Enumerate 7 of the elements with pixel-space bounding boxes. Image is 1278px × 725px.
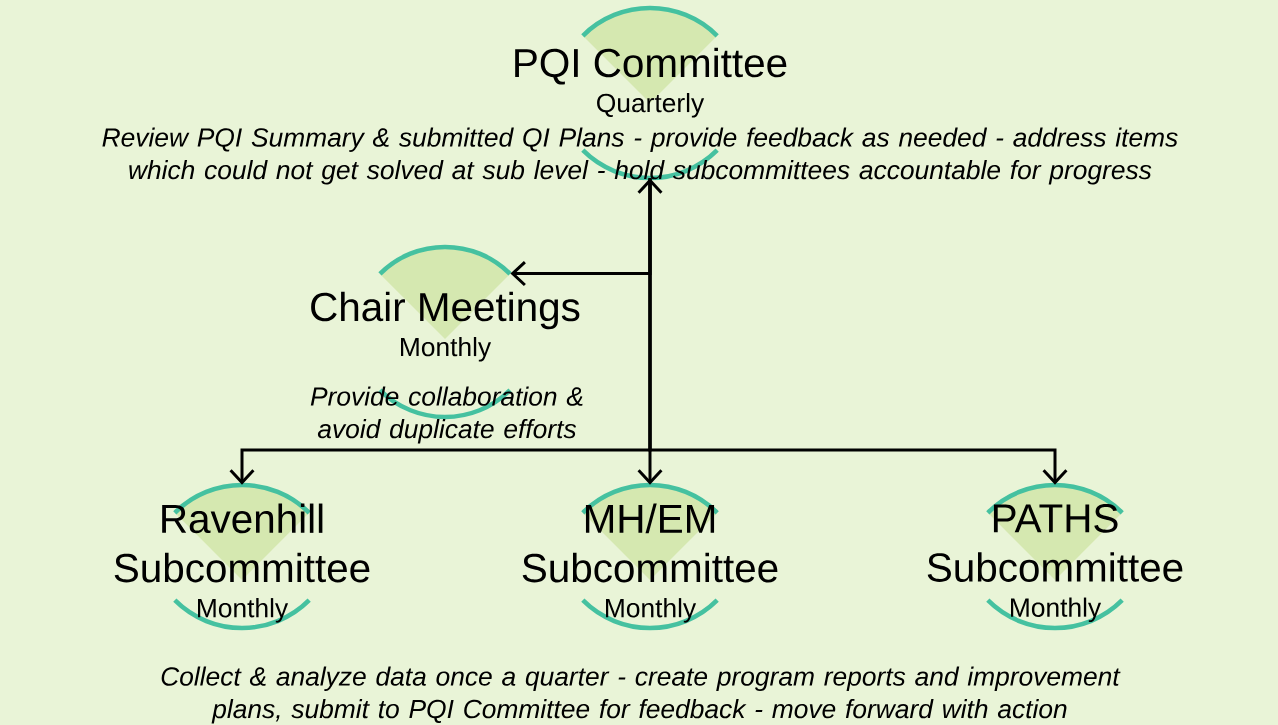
node-label: Monthly xyxy=(606,598,697,623)
node-label: Monthly xyxy=(401,336,492,362)
arrow xyxy=(648,178,1068,485)
arrow xyxy=(637,178,663,485)
node-label: Monthly xyxy=(198,598,289,623)
note-text: Collect & analyze data once a quarter - create program reports and improvement plans, submit to PQI Committee for feedback - move forward with action xyxy=(161,666,1121,724)
node-label: Monthly xyxy=(1011,597,1102,623)
